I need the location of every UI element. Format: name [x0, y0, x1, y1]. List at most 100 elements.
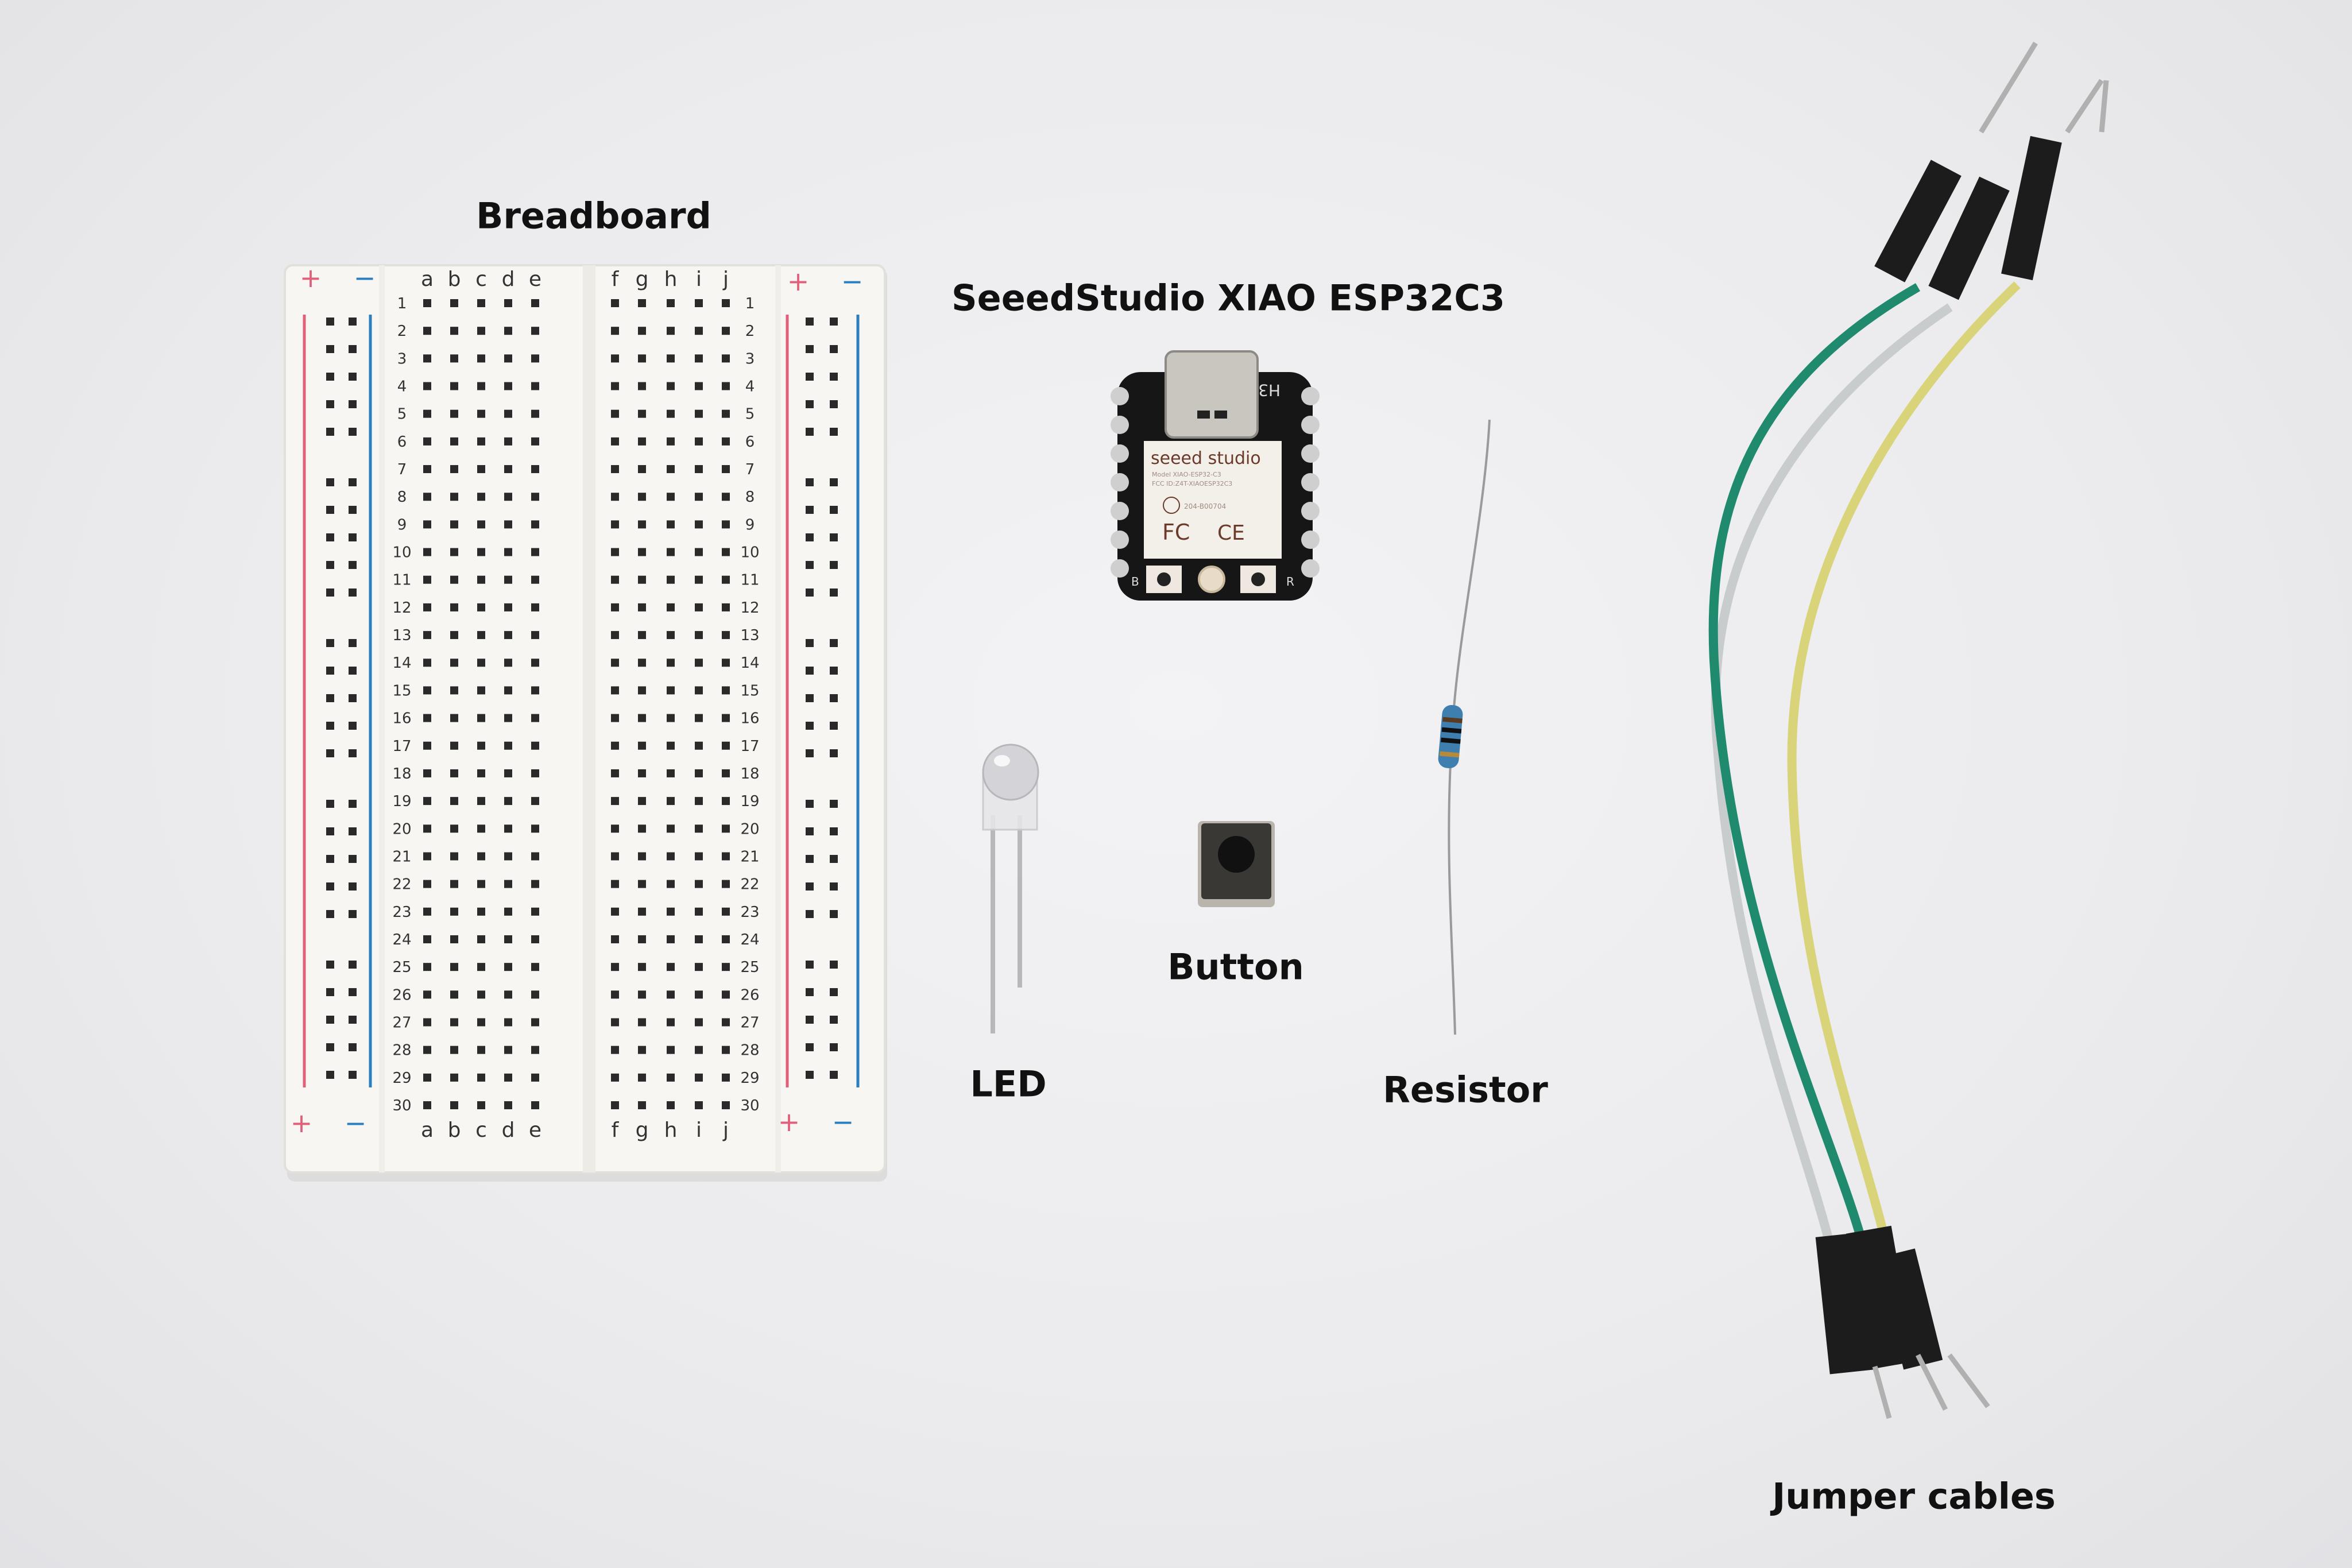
breadboard-hole: [504, 880, 512, 888]
breadboard-hole: [423, 493, 431, 501]
breadboard-hole: [504, 603, 512, 611]
breadboard-hole: [638, 465, 646, 474]
breadboard-hole: [695, 1073, 703, 1082]
breadboard-hole: [695, 1101, 703, 1109]
breadboard-hole: [504, 520, 512, 529]
breadboard-hole: [531, 382, 539, 390]
breadboard-hole: [695, 437, 703, 446]
row-number-right: 28: [740, 1042, 759, 1059]
breadboard-hole: [667, 465, 675, 474]
breadboard-hole: [667, 299, 675, 307]
breadboard-hole: [611, 437, 619, 446]
breadboard-hole: [423, 1018, 431, 1027]
column-letter-top: a: [421, 268, 434, 291]
breadboard-hole: [638, 299, 646, 307]
rail-hole: [349, 1043, 357, 1051]
breadboard-hole: [450, 382, 458, 390]
breadboard-hole: [695, 797, 703, 806]
breadboard-hole: [450, 1046, 458, 1054]
breadboard-hole: [722, 631, 730, 640]
breadboard-hole: [477, 1073, 485, 1082]
breadboard-hole: [504, 465, 512, 474]
castellated-pad: [1111, 444, 1129, 463]
rail-hole: [806, 694, 814, 702]
column-letter-top: f: [612, 268, 620, 291]
row-number-left: 24: [392, 931, 411, 948]
breadboard-hole: [722, 1046, 730, 1054]
breadboard-hole: [531, 465, 539, 474]
rail-hole: [806, 1016, 814, 1024]
row-number-left: 10: [392, 544, 411, 562]
breadboard-hole: [504, 907, 512, 916]
row-number-right: 10: [740, 544, 759, 562]
rail-hole: [806, 882, 814, 891]
breadboard-hole: [423, 797, 431, 806]
column-letter-bottom: a: [421, 1118, 434, 1142]
breadboard-hole: [450, 1073, 458, 1082]
rail-hole: [349, 800, 357, 808]
breadboard-hole: [423, 382, 431, 390]
rail-minus-sign: −: [832, 1106, 854, 1137]
column-letter-bottom: h: [664, 1118, 678, 1142]
breadboard-hole: [423, 769, 431, 777]
breadboard-hole: [611, 327, 619, 335]
breadboard-hole: [611, 1018, 619, 1027]
column-letter-bottom: g: [636, 1118, 649, 1142]
breadboard-hole: [504, 631, 512, 640]
rail-hole: [349, 722, 357, 730]
column-letter-top: d: [502, 268, 515, 291]
rail-hole: [326, 400, 334, 408]
breadboard-hole: [695, 631, 703, 640]
breadboard-hole: [695, 824, 703, 833]
row-number-right: 11: [740, 572, 759, 589]
breadboard-hole: [667, 686, 675, 695]
column-letter-top: b: [448, 268, 461, 291]
rail-hole: [806, 827, 814, 835]
breadboard-hole: [695, 354, 703, 363]
castellated-pad: [1301, 387, 1320, 405]
breadboard-hole: [722, 520, 730, 529]
breadboard-hole: [695, 465, 703, 474]
breadboard-hole: [477, 575, 485, 584]
breadboard-hole: [638, 382, 646, 390]
breadboard-hole: [531, 659, 539, 667]
breadboard-hole: [504, 963, 512, 971]
row-number-left: 22: [392, 876, 411, 893]
breadboard-hole: [477, 437, 485, 446]
rail-hole: [806, 667, 814, 675]
rail-hole: [349, 345, 357, 353]
breadboard-hole: [611, 1046, 619, 1054]
breadboard-hole: [722, 548, 730, 556]
rail-hole: [326, 722, 334, 730]
breadboard-hole: [423, 824, 431, 833]
castellated-pad: [1111, 387, 1129, 405]
breadboard-hole: [638, 686, 646, 695]
fcc-id-text: FCC ID:Z4T-XIAOESP32C3: [1152, 480, 1232, 487]
breadboard-hole: [667, 603, 675, 611]
breadboard-hole: [531, 493, 539, 501]
breadboard-hole: [695, 1018, 703, 1027]
breadboard-hole: [638, 493, 646, 501]
rail-hole: [326, 561, 334, 569]
rail-hole: [830, 428, 838, 436]
column-letter-top: h: [664, 268, 678, 291]
breadboard-hole: [667, 1101, 675, 1109]
breadboard-hole: [504, 409, 512, 418]
breadboard-hole: [611, 769, 619, 777]
row-number-left: 26: [392, 986, 411, 1004]
breadboard-hole: [450, 575, 458, 584]
ce-mark: CE: [1217, 521, 1245, 545]
breadboard-hole: [695, 659, 703, 667]
rail-hole: [806, 722, 814, 730]
row-number-right: 3: [745, 350, 755, 367]
rail-hole: [806, 533, 814, 541]
breadboard-hole: [611, 382, 619, 390]
rail-hole: [349, 533, 357, 541]
breadboard-hole: [504, 437, 512, 446]
breadboard-hole: [611, 990, 619, 999]
row-number-right: 22: [740, 876, 759, 893]
breadboard-hole: [423, 603, 431, 611]
breadboard-hole: [531, 409, 539, 418]
breadboard-hole: [504, 769, 512, 777]
breadboard-hole: [477, 935, 485, 943]
